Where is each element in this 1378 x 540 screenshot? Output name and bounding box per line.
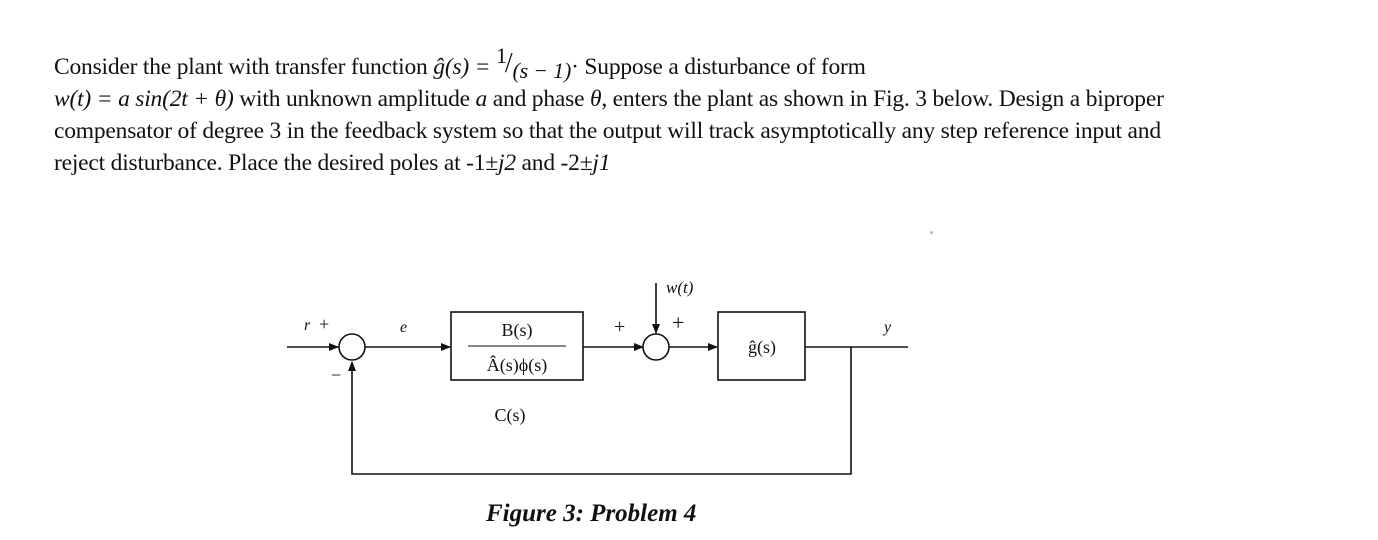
pole-pair-2: ±j1 bbox=[579, 150, 611, 176]
output-label: y bbox=[882, 319, 892, 336]
reference-label: r bbox=[304, 317, 311, 334]
compensator-numerator: B(s) bbox=[502, 320, 533, 341]
plant-block bbox=[717, 311, 806, 381]
summing-junction-2 bbox=[642, 333, 670, 361]
amplitude-symbol: a bbox=[475, 86, 488, 112]
text-mid2: and phase bbox=[487, 86, 590, 112]
text-mid4: and -2 bbox=[515, 150, 580, 176]
disturbance-label: w(t) bbox=[666, 278, 694, 297]
compensator-denominator: Â(s)ϕ(s) bbox=[487, 354, 547, 376]
fraction-numerator: 1 bbox=[496, 43, 507, 68]
plant-label: ĝ(s) bbox=[748, 337, 776, 358]
text-mid1: with unknown amplitude bbox=[233, 86, 476, 112]
phase-symbol: θ bbox=[589, 86, 602, 112]
summer2-plus-top: + bbox=[672, 310, 684, 335]
text-mid3: , enters the plant as shown in Fig. 3 be… bbox=[54, 86, 1164, 176]
feedback-path bbox=[348, 347, 852, 475]
disturbance-definition: w(t) = a sin(2t + θ) bbox=[54, 86, 234, 112]
plant-fraction: 1/(s − 1) bbox=[496, 43, 572, 83]
compensator-name: C(s) bbox=[495, 405, 526, 426]
summer1-plus-sign: + bbox=[319, 314, 329, 334]
intro-text: Consider the plant with transfer functio… bbox=[54, 54, 434, 80]
summer2-plus-left: + bbox=[614, 316, 625, 338]
compensator-block bbox=[450, 311, 584, 381]
stray-dot bbox=[930, 231, 933, 234]
summer1-minus-sign: − bbox=[331, 365, 341, 385]
disturbance-intro: · Suppose a disturbance of form bbox=[571, 54, 866, 80]
problem-statement: Consider the plant with transfer functio… bbox=[54, 43, 1164, 179]
figure-caption: Figure 3: Problem 4 bbox=[486, 500, 697, 527]
fraction-slash: / bbox=[504, 48, 513, 79]
summing-junction-1 bbox=[338, 333, 366, 361]
pole-pair-1: ±j2 bbox=[485, 150, 516, 176]
error-label: e bbox=[400, 319, 407, 336]
fraction-denominator: (s − 1) bbox=[512, 58, 572, 83]
plant-transfer-function: ĝ(s) = bbox=[433, 54, 497, 80]
